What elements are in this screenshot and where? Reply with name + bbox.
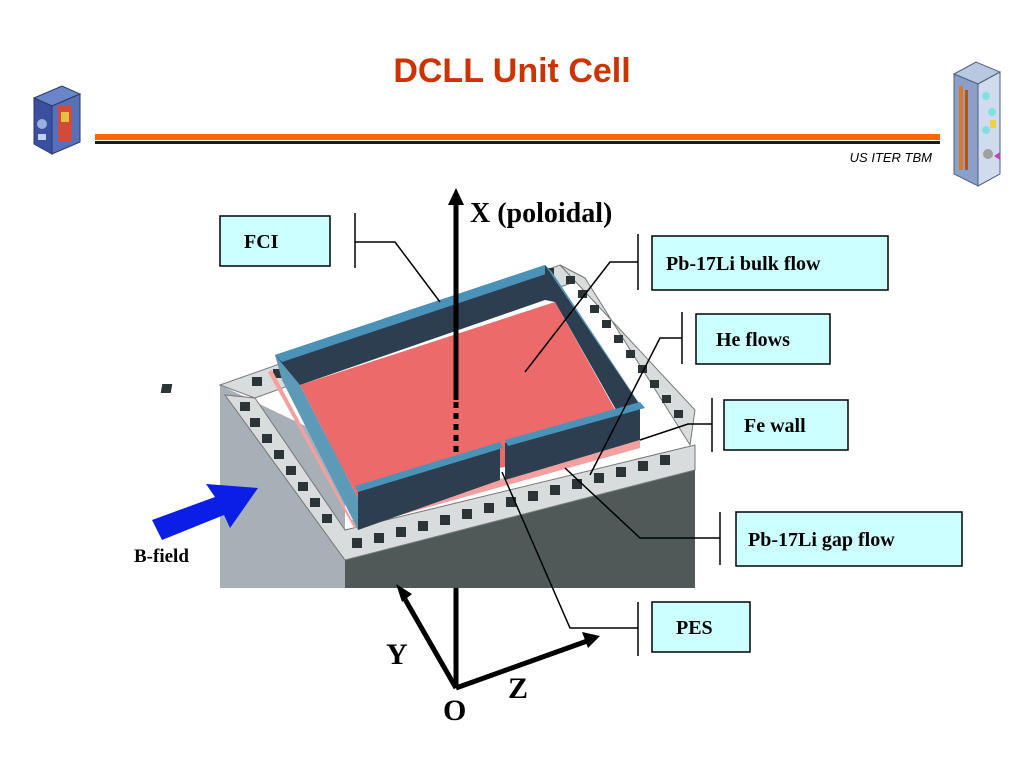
label-box-gap-flow xyxy=(735,511,963,567)
y-axis-label: Y xyxy=(386,638,408,671)
b-field-arrow xyxy=(152,484,258,540)
label-fci: FCI xyxy=(244,231,279,253)
y-axis-line xyxy=(399,592,459,690)
z-axis-arrowhead xyxy=(582,632,600,648)
label-box-fci xyxy=(219,215,331,267)
tbm-assembly-icon xyxy=(952,61,1002,187)
he-channel-cells xyxy=(160,268,683,548)
fci-right-wall-top xyxy=(545,265,645,412)
header-rule-dark xyxy=(95,141,940,144)
leader-fci xyxy=(355,241,441,303)
label-bulk-flow: Pb-17Li bulk flow xyxy=(666,253,821,275)
leader-bulk-flow xyxy=(524,261,638,373)
label-box-fe-wall xyxy=(723,399,849,451)
x-axis-arrowhead xyxy=(448,188,464,205)
header-rule-accent xyxy=(95,134,940,140)
z-axis-line xyxy=(455,637,591,691)
label-he-flows: He flows xyxy=(716,329,790,351)
fci-front-wall-right xyxy=(505,405,640,480)
label-b-field: B-field xyxy=(134,546,189,567)
y-axis-arrowhead xyxy=(396,584,412,602)
page-title: DCLL Unit Cell xyxy=(393,52,631,90)
fci-front-wall-left xyxy=(358,445,500,530)
fci-front-wall-left-top xyxy=(355,442,503,492)
label-box-pes xyxy=(651,601,751,653)
leader-lines xyxy=(354,213,721,656)
fci-back-wall-top xyxy=(275,265,552,362)
fci-right-wall xyxy=(545,265,640,440)
label-box-bulk-flow xyxy=(651,235,889,291)
label-box-he-flows xyxy=(695,313,831,365)
label-pes: PES xyxy=(676,617,713,639)
he-channel-strip-right xyxy=(559,264,696,447)
subtitle: US ITER TBM xyxy=(849,150,932,165)
label-gap-flow: Pb-17Li gap flow xyxy=(748,529,895,551)
origin-label: O xyxy=(443,694,466,727)
x-axis-label: X (poloidal) xyxy=(470,198,612,229)
leader-gap-flow xyxy=(564,467,720,539)
fci-left-wall xyxy=(275,355,358,530)
z-axis-label: Z xyxy=(508,672,528,705)
leader-he-flows xyxy=(589,337,682,476)
gap-flow-strip xyxy=(268,370,640,528)
fci-front-wall-right-top xyxy=(505,402,645,446)
label-fe-wall: Fe wall xyxy=(744,415,806,437)
leader-pes xyxy=(501,471,638,629)
leader-fe-wall xyxy=(639,423,712,441)
tbm-module-icon xyxy=(32,85,82,155)
